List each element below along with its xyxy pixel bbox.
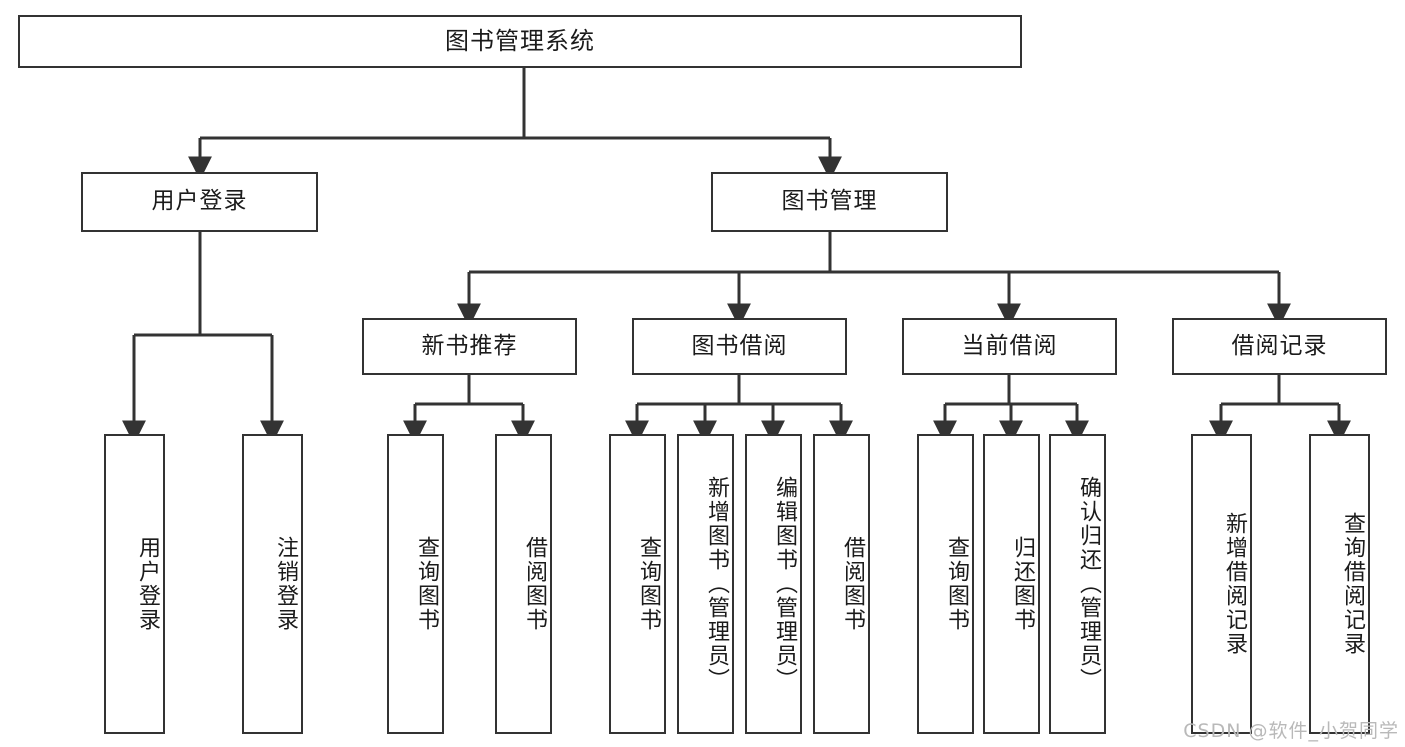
leaf-borrow-book[interactable]: 借阅图书	[813, 434, 870, 734]
leaf-query-borrow-record-label: 查询借阅记录	[1340, 512, 1365, 656]
node-current-borrow[interactable]: 当前借阅	[902, 318, 1117, 375]
node-root-label: 图书管理系统	[445, 27, 595, 56]
node-book-borrow-label: 图书借阅	[691, 332, 788, 359]
node-book-management[interactable]: 图书管理	[711, 172, 948, 232]
node-root[interactable]: 图书管理系统	[18, 15, 1022, 68]
leaf-confirm-return-admin-label: 确认归还（管理员）	[1076, 476, 1101, 692]
csdn-watermark: CSDN @软件_小贺同学	[1183, 720, 1399, 742]
node-book-management-label: 图书管理	[781, 188, 878, 215]
node-new-book-recommend[interactable]: 新书推荐	[362, 318, 577, 375]
leaf-logout-label: 注销登录	[273, 536, 298, 632]
leaf-add-book-admin-label: 新增图书（管理员）	[704, 476, 729, 692]
leaf-edit-book-admin-label: 编辑图书（管理员）	[772, 476, 797, 692]
leaf-add-borrow-record-label: 新增借阅记录	[1222, 512, 1247, 656]
node-user-login[interactable]: 用户登录	[81, 172, 318, 232]
leaf-return-book[interactable]: 归还图书	[983, 434, 1040, 734]
leaf-query-book-current[interactable]: 查询图书	[917, 434, 974, 734]
node-new-book-recommend-label: 新书推荐	[421, 332, 518, 359]
node-book-borrow[interactable]: 图书借阅	[632, 318, 847, 375]
leaf-edit-book-admin[interactable]: 编辑图书（管理员）	[745, 434, 802, 734]
node-current-borrow-label: 当前借阅	[961, 332, 1058, 359]
leaf-user-login[interactable]: 用户登录	[104, 434, 165, 734]
leaf-logout[interactable]: 注销登录	[242, 434, 303, 734]
leaf-borrow-book-new[interactable]: 借阅图书	[495, 434, 552, 734]
leaf-query-book-borrow[interactable]: 查询图书	[609, 434, 666, 734]
node-borrow-record[interactable]: 借阅记录	[1172, 318, 1387, 375]
leaf-query-book-borrow-label: 查询图书	[636, 536, 661, 632]
leaf-query-book-current-label: 查询图书	[944, 536, 969, 632]
leaf-query-borrow-record[interactable]: 查询借阅记录	[1309, 434, 1370, 734]
leaf-borrow-book-label: 借阅图书	[840, 536, 865, 632]
leaf-query-book-new-label: 查询图书	[414, 536, 439, 632]
leaf-return-book-label: 归还图书	[1010, 536, 1035, 632]
node-user-login-label: 用户登录	[151, 188, 248, 215]
leaf-confirm-return-admin[interactable]: 确认归还（管理员）	[1049, 434, 1106, 734]
node-borrow-record-label: 借阅记录	[1231, 332, 1328, 359]
leaf-borrow-book-new-label: 借阅图书	[522, 536, 547, 632]
leaf-add-borrow-record[interactable]: 新增借阅记录	[1191, 434, 1252, 734]
leaf-query-book-new[interactable]: 查询图书	[387, 434, 444, 734]
leaf-add-book-admin[interactable]: 新增图书（管理员）	[677, 434, 734, 734]
leaf-user-login-label: 用户登录	[135, 536, 160, 632]
